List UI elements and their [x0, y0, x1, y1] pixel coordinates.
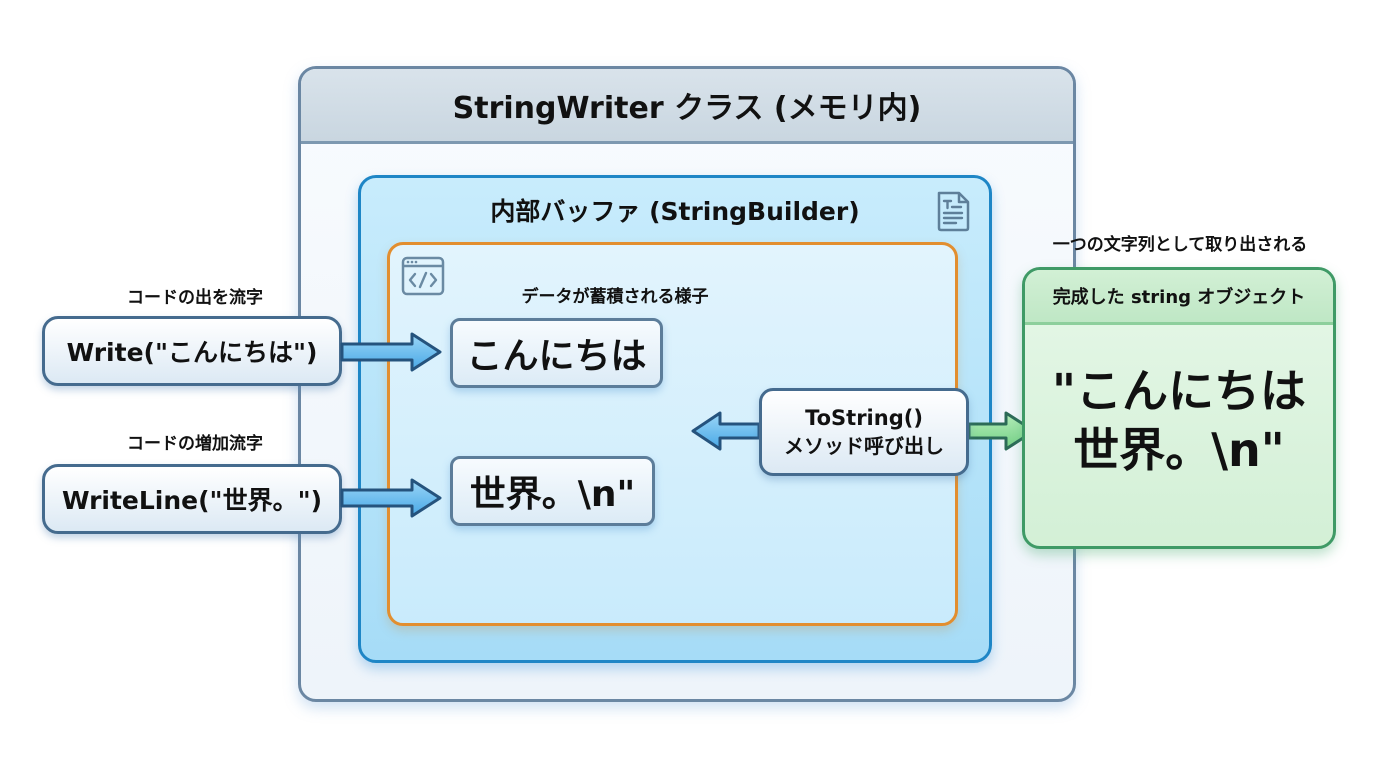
- document-icon: [937, 191, 970, 232]
- write-arrow: [340, 332, 442, 372]
- tostring-right-arrow: [967, 411, 1036, 451]
- writeline-call-label: コードの増加流字: [127, 434, 263, 454]
- tostring-method-box: ToString() メソッド呼び出し: [759, 388, 969, 476]
- code-window-icon: [401, 256, 445, 296]
- write-call-label: コードの出を流字: [127, 288, 263, 308]
- result-string-value: "こんにちは 世界。\n": [1025, 362, 1333, 480]
- tostring-method-description: メソッド呼び出し: [784, 433, 944, 458]
- buffer-chunk-2: 世界。\n": [450, 456, 655, 526]
- stringwriter-class-title: StringWriter クラス (メモリ内): [301, 69, 1073, 144]
- tostring-left-arrow: [691, 411, 761, 451]
- writeline-arrow: [340, 478, 442, 518]
- result-value-line-2: 世界。\n": [1073, 422, 1285, 477]
- result-string-box: 完成した string オブジェクト "こんにちは 世界。\n": [1022, 267, 1336, 549]
- writeline-call-box: WriteLine("世界。"): [42, 464, 342, 534]
- internal-buffer-title: 内部バッファ (StringBuilder): [490, 197, 860, 226]
- result-caption: 一つの文字列として取り出される: [1052, 235, 1308, 255]
- write-call-box: Write("こんにちは"): [42, 316, 342, 386]
- accumulation-label: データが蓄積される様子: [521, 287, 709, 307]
- result-value-line-1: "こんにちは: [1052, 364, 1306, 418]
- result-string-header: 完成した string オブジェクト: [1025, 270, 1333, 325]
- tostring-method-name: ToString(): [805, 406, 923, 431]
- buffer-chunk-1: こんにちは: [450, 318, 663, 388]
